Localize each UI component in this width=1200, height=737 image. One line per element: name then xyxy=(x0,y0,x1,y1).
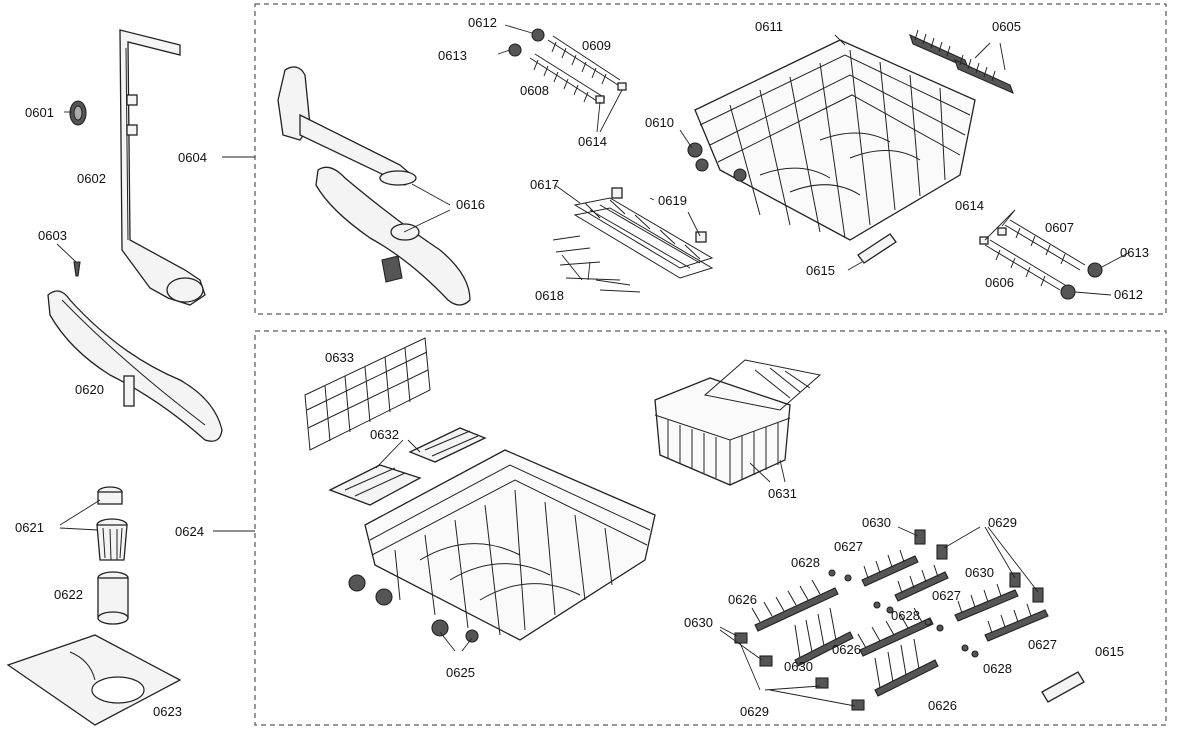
label-0630-top-left: 0630 xyxy=(862,515,891,530)
label-0614-upper-left: 0614 xyxy=(578,134,607,149)
label-0603: 0603 xyxy=(38,228,67,243)
label-0609: 0609 xyxy=(582,38,611,53)
label-0627-left: 0627 xyxy=(834,539,863,554)
label-0628-right: 0628 xyxy=(983,661,1012,676)
label-0622: 0622 xyxy=(54,587,83,602)
part-0615-handle-upper xyxy=(857,233,897,264)
label-0615-lower: 0615 xyxy=(1095,644,1124,659)
part-0628-0629-0630-clips xyxy=(734,529,1044,711)
part-0605-tine-rows xyxy=(909,29,1014,95)
part-0621-filter xyxy=(96,486,128,561)
part-labels: 0601 0602 0603 0604 0605 0606 0607 0608 … xyxy=(15,15,1149,719)
label-0618: 0618 xyxy=(535,288,564,303)
label-0626-middle: 0626 xyxy=(832,642,861,657)
label-0605: 0605 xyxy=(992,19,1021,34)
label-0606: 0606 xyxy=(985,275,1014,290)
label-0619: 0619 xyxy=(658,193,687,208)
part-0620-lower-spray-arm xyxy=(47,290,223,442)
part-0602-supply-pipe xyxy=(119,29,206,306)
label-0601: 0601 xyxy=(25,105,54,120)
label-0612-upper-right: 0612 xyxy=(1114,287,1143,302)
part-0622-fine-filter xyxy=(97,571,129,625)
part-0601-nut xyxy=(69,100,87,126)
label-0615-upper: 0615 xyxy=(806,263,835,278)
label-0629-top: 0629 xyxy=(988,515,1017,530)
label-0612-upper-left: 0612 xyxy=(468,15,497,30)
label-0630-top-right: 0630 xyxy=(965,565,994,580)
part-0633-folding-panel xyxy=(304,337,431,451)
label-0607: 0607 xyxy=(1045,220,1074,235)
label-0628-left: 0628 xyxy=(791,555,820,570)
part-0626-0627-tine-rows xyxy=(751,549,1049,697)
part-0611-upper-basket xyxy=(687,39,976,241)
label-0627-right: 0627 xyxy=(1028,637,1057,652)
part-0615-handle-lower xyxy=(1041,671,1085,703)
part-0603-screw xyxy=(73,261,81,277)
label-0623: 0623 xyxy=(153,704,182,719)
label-0632: 0632 xyxy=(370,427,399,442)
part-0606-0607-cup-shelves xyxy=(979,219,1103,300)
label-0613-upper-right: 0613 xyxy=(1120,245,1149,260)
label-0628-middle: 0628 xyxy=(891,608,920,623)
label-0608: 0608 xyxy=(520,83,549,98)
label-0626-bottom: 0626 xyxy=(928,698,957,713)
leader-lines xyxy=(56,24,1131,707)
label-0616: 0616 xyxy=(456,197,485,212)
part-0608-0609-cup-shelves xyxy=(508,28,627,104)
lower-rack-group-box xyxy=(254,330,1167,726)
label-0633: 0633 xyxy=(325,350,354,365)
label-0625: 0625 xyxy=(446,665,475,680)
part-0632-tine-inserts xyxy=(328,427,487,506)
label-0630-bottom: 0630 xyxy=(784,659,813,674)
upper-rack-group-box xyxy=(254,3,1167,315)
label-0611: 0611 xyxy=(755,19,783,34)
label-0617: 0617 xyxy=(530,177,559,192)
label-0614-upper-right: 0614 xyxy=(955,198,984,213)
label-0620: 0620 xyxy=(75,382,104,397)
label-0626-top: 0626 xyxy=(728,592,757,607)
label-0610: 0610 xyxy=(645,115,674,130)
part-0631-cutlery-basket xyxy=(654,359,822,486)
label-0627-middle: 0627 xyxy=(932,588,961,603)
part-0624-lower-basket xyxy=(348,449,656,643)
part-0617-knife-shelf xyxy=(552,187,714,293)
label-0624: 0624 xyxy=(175,524,204,539)
label-0602: 0602 xyxy=(77,171,106,186)
label-0621: 0621 xyxy=(15,520,44,535)
label-0629-bottom: 0629 xyxy=(740,704,769,719)
label-0630-left: 0630 xyxy=(684,615,713,630)
part-0623-flat-filter xyxy=(6,634,182,726)
label-0604: 0604 xyxy=(178,150,207,165)
label-0631: 0631 xyxy=(768,486,797,501)
part-0604-upper-spray-arm xyxy=(277,66,471,306)
label-0613-upper-left: 0613 xyxy=(438,48,467,63)
